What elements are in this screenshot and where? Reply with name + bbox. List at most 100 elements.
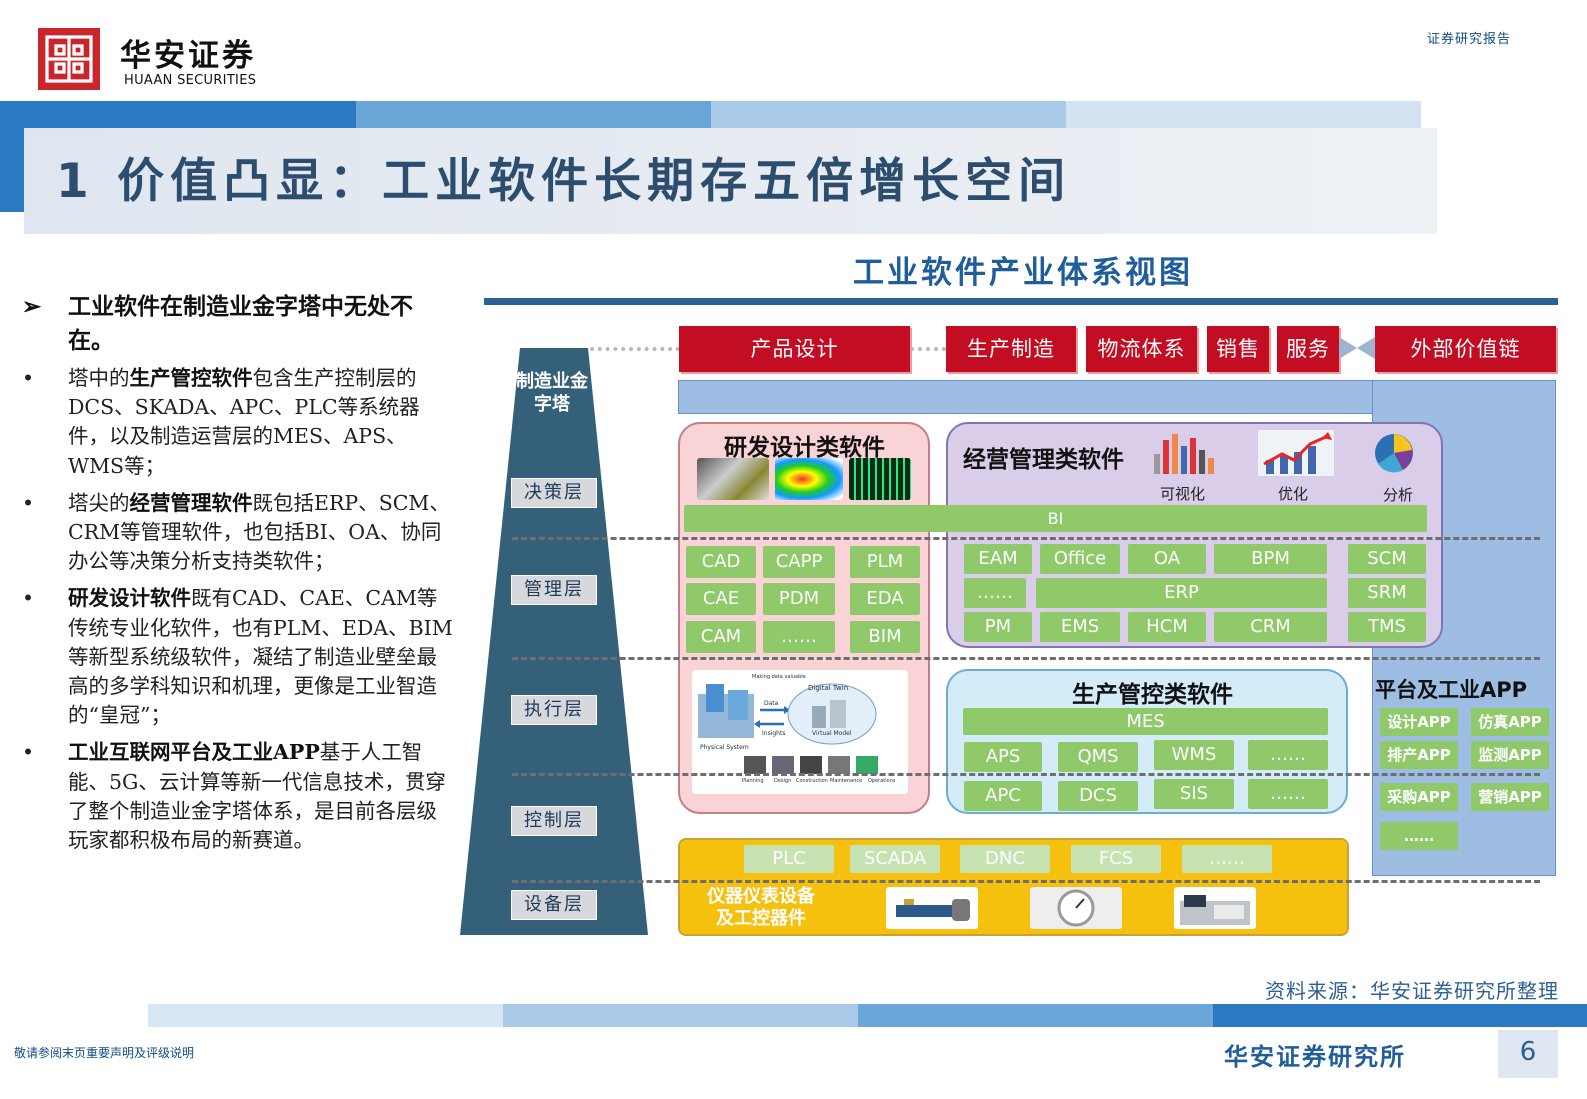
equip-item-fcs: FCS (1071, 845, 1161, 873)
equip-item-plc: PLC (744, 845, 834, 873)
prod-item-qms: QMS (1058, 742, 1138, 772)
digital-twin-illustration (698, 683, 878, 774)
prod-item-wms: WMS (1154, 740, 1234, 770)
arrow-bullet-icon: ➢ (22, 293, 42, 320)
machine-tool-image (1174, 887, 1256, 929)
rd-item-cam: CAM (686, 621, 756, 653)
bullet-item: 研发设计软件既有CAD、CAE、CAM等传统专业化软件，也有PLM、EDA、BI… (22, 584, 454, 730)
caption-visualization: 可视化 (1160, 485, 1206, 503)
rd-section-title: 研发设计类软件 (724, 435, 885, 461)
header-band-1 (0, 101, 356, 129)
prod-item-apc: APC (964, 781, 1042, 811)
prod-item-mes: MES (963, 708, 1328, 735)
rd-item-more: …… (763, 621, 835, 653)
biz-item-oa: OA (1128, 544, 1206, 574)
footer-band-3 (858, 1004, 1213, 1027)
layer-management: 管理层 (511, 575, 597, 605)
bullet-list: 塔中的生产管控软件包含生产控制层的DCS、SKADA、APC、PLC等系统器件，… (22, 364, 454, 863)
biz-item-crm: CRM (1214, 612, 1327, 642)
footer-disclaimer: 敬请参阅末页重要声明及评级说明 (14, 1046, 195, 1060)
layer-divider-3 (512, 773, 1540, 776)
label-design: Design (774, 778, 792, 784)
biz-item-more: …… (964, 578, 1026, 608)
app-monitoring: 监测APP (1471, 741, 1549, 769)
rd-item-cad: CAD (686, 546, 756, 578)
biz-item-srm: SRM (1348, 578, 1426, 608)
footer-band-2 (503, 1004, 858, 1027)
chain-external-value: 外部价值链 (1375, 326, 1556, 372)
app-simulation: 仿真APP (1471, 708, 1549, 736)
equipment-label: 仪器仪表设备 及工控器件 (707, 886, 815, 930)
app-design: 设计APP (1380, 708, 1458, 736)
doc-type-label: 证券研究报告 (1426, 32, 1511, 47)
layer-control: 控制层 (511, 806, 597, 836)
rd-item-capp: CAPP (763, 546, 835, 578)
equip-item-more: …… (1182, 845, 1272, 873)
label-making-data-valuable: Making data valuable (752, 674, 806, 680)
chain-connector (590, 347, 680, 351)
equip-item-dnc: DNC (960, 845, 1050, 873)
title-panel (24, 128, 1437, 234)
bullet-body: 基于人工智能、5G、云计算等新一代信息技术，贯穿了整个制造业金字塔体系，是目前各… (68, 740, 446, 853)
page-title: 1 价值凸显：工业软件长期存五倍增长空间 (56, 154, 1072, 209)
chain-product-design: 产品设计 (679, 326, 910, 372)
label-construction: Construction (796, 778, 828, 784)
chain-service: 服务 (1277, 326, 1339, 372)
prod-item-aps: APS (964, 742, 1042, 772)
bullet-body: 包含生产控制层的DCS、SKADA、APC、PLC等系统器件，以及制造运营层的M… (68, 366, 420, 478)
bullet-body: 既包括ERP、SCM、CRM等管理软件，也包括BI、OA、协同办公等决策分析支持… (68, 490, 450, 574)
app-marketing: 营销APP (1471, 783, 1549, 811)
equipment-label-line2: 及工控器件 (716, 908, 806, 929)
biz-item-pm: PM (964, 612, 1032, 642)
biz-item-ems: EMS (1040, 612, 1120, 642)
diagram-title: 工业软件产业体系视图 (853, 255, 1193, 291)
prod-item-sis: SIS (1154, 779, 1234, 809)
business-section-title: 经营管理类软件 (963, 447, 1124, 473)
prod-item-more-2: …… (1248, 779, 1328, 809)
equipment-label-line1: 仪器仪表设备 (707, 886, 815, 907)
production-section-title: 生产管控类软件 (1072, 682, 1233, 708)
prod-item-dcs: DCS (1058, 781, 1138, 811)
bullet-keyword: 生产管控软件 (129, 366, 253, 390)
huaan-logo-icon (38, 28, 100, 90)
pie-chart-icon (1375, 434, 1413, 473)
biz-item-scm: SCM (1348, 544, 1426, 574)
footer-band-1 (148, 1004, 503, 1027)
bullet-keyword: 经营管理软件 (129, 490, 253, 515)
prod-item-more-1: …… (1248, 740, 1328, 770)
brand-name-en: HUAAN SECURITIES (124, 73, 257, 88)
brand-name-cn: 华安证券 (120, 38, 256, 74)
diagram-title-rule (484, 298, 1558, 305)
chain-manufacturing: 生产制造 (946, 326, 1076, 372)
chain-logistics: 物流体系 (1086, 326, 1197, 372)
page-number: 6 (1519, 1037, 1537, 1067)
layer-divider-2 (512, 657, 1540, 660)
footer-org: 华安证券研究所 (1224, 1042, 1406, 1071)
equip-item-scada: SCADA (850, 845, 940, 873)
bi-bar: BI (684, 505, 1427, 532)
biz-item-tms: TMS (1348, 612, 1426, 642)
app-procurement: 采购APP (1380, 783, 1458, 811)
page-number-box (1498, 1030, 1558, 1078)
lead-text: 工业软件在制造业金字塔中无处不在。 (68, 293, 413, 354)
rd-item-bim: BIM (850, 621, 920, 653)
bullet-item: 塔尖的经营管理软件既包括ERP、SCM、CRM等管理软件，也包括BI、OA、协同… (22, 489, 454, 577)
bullet-prefix: 塔尖的 (68, 490, 130, 515)
eda-layout-image (849, 458, 911, 500)
pyramid-top-label: 制造业金字塔 (516, 371, 588, 415)
source-note: 资料来源：华安证券研究所整理 (1265, 979, 1559, 1003)
trend-chart-icon (1258, 430, 1334, 476)
gauge-meter-image (1030, 887, 1122, 929)
bullet-body: 既有CAD、CAE、CAM等传统专业化软件，也有PLM、EDA、BIM等新型系统… (68, 586, 453, 728)
engine-render-image (697, 458, 769, 500)
bullet-item: 塔中的生产管控软件包含生产控制层的DCS、SKADA、APC、PLC等系统器件，… (22, 364, 454, 481)
label-data: Data (764, 700, 779, 707)
biz-item-erp: ERP (1036, 578, 1327, 608)
label-insights: Insights (762, 730, 786, 737)
cae-simulation-image (775, 458, 843, 500)
bullet-prefix: 塔中的 (68, 366, 130, 390)
label-operations: Operations (868, 778, 896, 784)
bar-chart-icon (1154, 434, 1214, 474)
label-planning: Planning (742, 778, 764, 784)
